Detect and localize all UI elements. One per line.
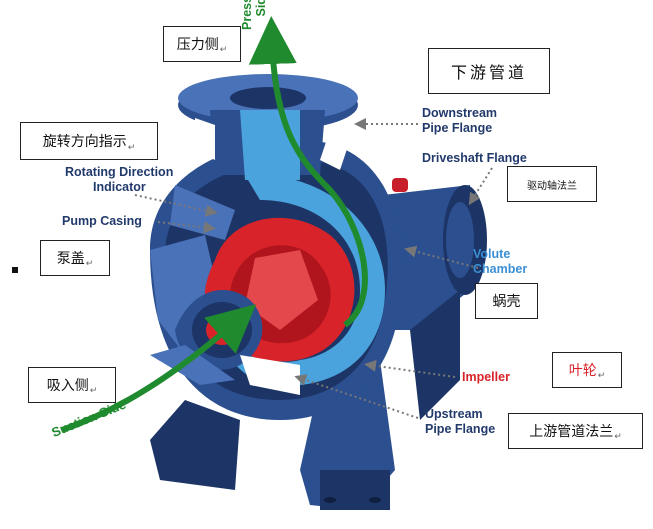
- return-mark-icon: ↵: [219, 45, 228, 55]
- label-pressure-side: Pressure Side: [240, 0, 268, 30]
- label-upstream-flange: Upstream Pipe Flange: [425, 407, 495, 437]
- label-driveshaft-flange: Driveshaft Flange: [422, 151, 527, 165]
- label-rotating-line2: Indicator: [93, 180, 146, 194]
- label-rotating-indicator: Rotating Direction Indicator: [65, 165, 173, 195]
- label-rotating-line1: Rotating Direction: [65, 165, 174, 179]
- label-downstream-line1: Downstream: [422, 106, 498, 120]
- label-downstream-line2: Pipe Flange: [422, 121, 493, 135]
- cn-label-suction-side: 吸入侧↵: [28, 367, 116, 403]
- label-volute-line1: Volute: [473, 247, 511, 261]
- bullet-mark: [12, 267, 18, 273]
- cn-impeller-text: 叶轮: [568, 363, 597, 379]
- return-mark-icon: ↵: [85, 259, 94, 269]
- return-mark-icon: ↵: [127, 143, 136, 153]
- cn-label-impeller: 叶轮↵: [552, 352, 622, 388]
- cn-volute-text: 蜗壳: [492, 294, 521, 310]
- return-mark-icon: ↵: [614, 432, 622, 442]
- label-pressure-side-line2: Side: [254, 0, 268, 17]
- label-upstream-line1: Upstream: [425, 407, 483, 421]
- leader-lines: [134, 118, 493, 419]
- cn-suction-text: 吸入侧: [46, 378, 89, 394]
- cn-label-downstream-pipe: 下游管道: [428, 48, 550, 94]
- cn-label-pressure-side: 压力侧↵: [163, 26, 241, 62]
- return-mark-icon: ↵: [89, 386, 98, 396]
- cn-driveshaft-text: 驱动轴法兰: [527, 180, 577, 192]
- cn-label-pump-casing: 泵盖↵: [40, 240, 110, 276]
- label-upstream-line2: Pipe Flange: [425, 422, 496, 436]
- cn-upstream-text: 上游管道法兰: [529, 424, 614, 440]
- label-downstream-flange: Downstream Pipe Flange: [422, 106, 497, 136]
- label-volute-line2: Chamber: [473, 262, 528, 276]
- suction-flow-arrow: [61, 304, 257, 433]
- cn-label-rotating-indicator: 旋转方向指示↵: [20, 122, 158, 160]
- cn-label-volute: 蜗壳: [475, 283, 538, 319]
- cn-pressure-side-text: 压力侧: [176, 37, 219, 53]
- label-pump-casing: Pump Casing: [62, 214, 142, 228]
- cn-pump-casing-text: 泵盖: [56, 251, 85, 267]
- label-volute-chamber: Volute Chamber: [473, 247, 527, 277]
- cn-downstream-text: 下游管道: [450, 63, 527, 82]
- cn-rotating-text: 旋转方向指示: [42, 134, 127, 150]
- cut-face: [240, 355, 300, 395]
- cn-label-upstream-flange: 上游管道法兰↵: [508, 413, 643, 449]
- label-pressure-side-line1: Pressure: [240, 0, 254, 30]
- pressure-flow-arrow: [248, 16, 368, 328]
- cn-label-driveshaft-flange: 驱动轴法兰: [507, 166, 597, 202]
- return-mark-icon: ↵: [597, 371, 606, 381]
- label-impeller: Impeller: [462, 370, 510, 384]
- discharge-flange: [178, 74, 358, 180]
